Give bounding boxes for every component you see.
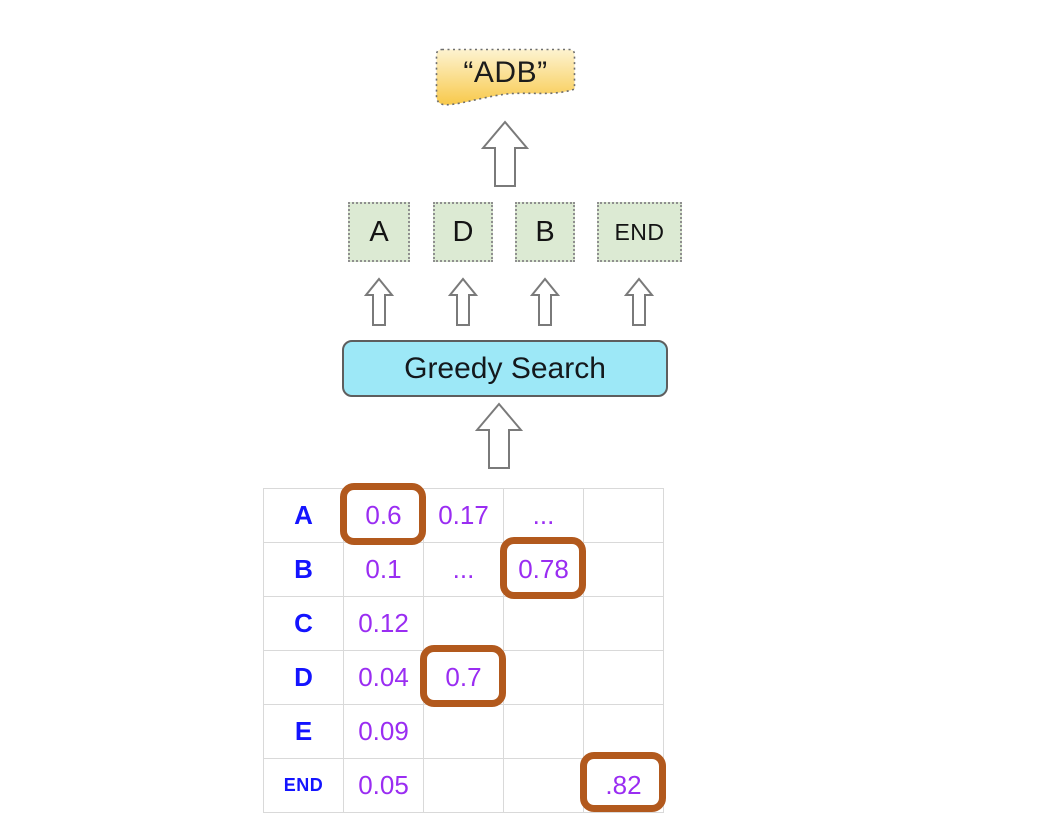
prob-cell: 0.7 (423, 650, 504, 705)
probability-table: A 0.6 0.17 ... B 0.1 ... 0.78 C 0.12 (263, 488, 664, 813)
table-row: C 0.12 (263, 596, 664, 651)
prob-cell: .82 (583, 758, 664, 813)
prob-cell: 0.1 (343, 542, 424, 597)
prob-cell (503, 650, 584, 705)
table-row: D 0.04 0.7 (263, 650, 664, 705)
prob-cell (423, 758, 504, 813)
up-arrow-icon (448, 277, 478, 326)
table-row: END 0.05 .82 (263, 758, 664, 813)
highlight-ring-0-78 (500, 537, 586, 599)
token-box-b: B (515, 202, 575, 262)
token-box-end: END (597, 202, 682, 262)
output-note: “ADB” (435, 48, 576, 113)
token-label: A (369, 215, 389, 248)
up-arrow-icon (530, 277, 560, 326)
prob-cell (583, 596, 664, 651)
prob-cell: 0.04 (343, 650, 424, 705)
prob-cell: ... (503, 488, 584, 543)
row-label: B (263, 542, 344, 597)
prob-cell (583, 542, 664, 597)
token-box-a: A (348, 202, 410, 262)
output-note-label: “ADB” (463, 56, 548, 89)
row-label: D (263, 650, 344, 705)
prob-cell (583, 488, 664, 543)
token-label: END (614, 218, 665, 245)
prob-cell: 0.17 (423, 488, 504, 543)
row-label: A (263, 488, 344, 543)
row-label: E (263, 704, 344, 759)
prob-cell: 0.12 (343, 596, 424, 651)
up-arrow-icon (624, 277, 654, 326)
token-label: D (452, 215, 474, 248)
highlight-ring-82 (580, 752, 666, 812)
token-box-d: D (433, 202, 493, 262)
up-arrow-icon (481, 120, 529, 187)
row-label: END (263, 758, 344, 813)
table-row: A 0.6 0.17 ... (263, 488, 664, 543)
greedy-search-label: Greedy Search (404, 351, 606, 385)
prob-cell (503, 758, 584, 813)
sticky-note-shape-icon (435, 48, 576, 106)
greedy-search-box: Greedy Search (342, 340, 668, 397)
prob-cell (423, 596, 504, 651)
prob-cell: 0.09 (343, 704, 424, 759)
prob-cell: 0.78 (503, 542, 584, 597)
prob-cell (583, 704, 664, 759)
prob-cell (583, 650, 664, 705)
table-row: E 0.09 (263, 704, 664, 759)
prob-cell (423, 704, 504, 759)
token-label: B (535, 215, 555, 248)
highlight-ring-0-7 (420, 645, 506, 707)
prob-cell (503, 704, 584, 759)
highlight-ring-0-6 (340, 483, 426, 545)
up-arrow-icon (364, 277, 394, 326)
row-label: C (263, 596, 344, 651)
prob-cell: ... (423, 542, 504, 597)
up-arrow-icon (475, 402, 523, 469)
table-row: B 0.1 ... 0.78 (263, 542, 664, 597)
prob-cell (503, 596, 584, 651)
prob-cell: 0.05 (343, 758, 424, 813)
